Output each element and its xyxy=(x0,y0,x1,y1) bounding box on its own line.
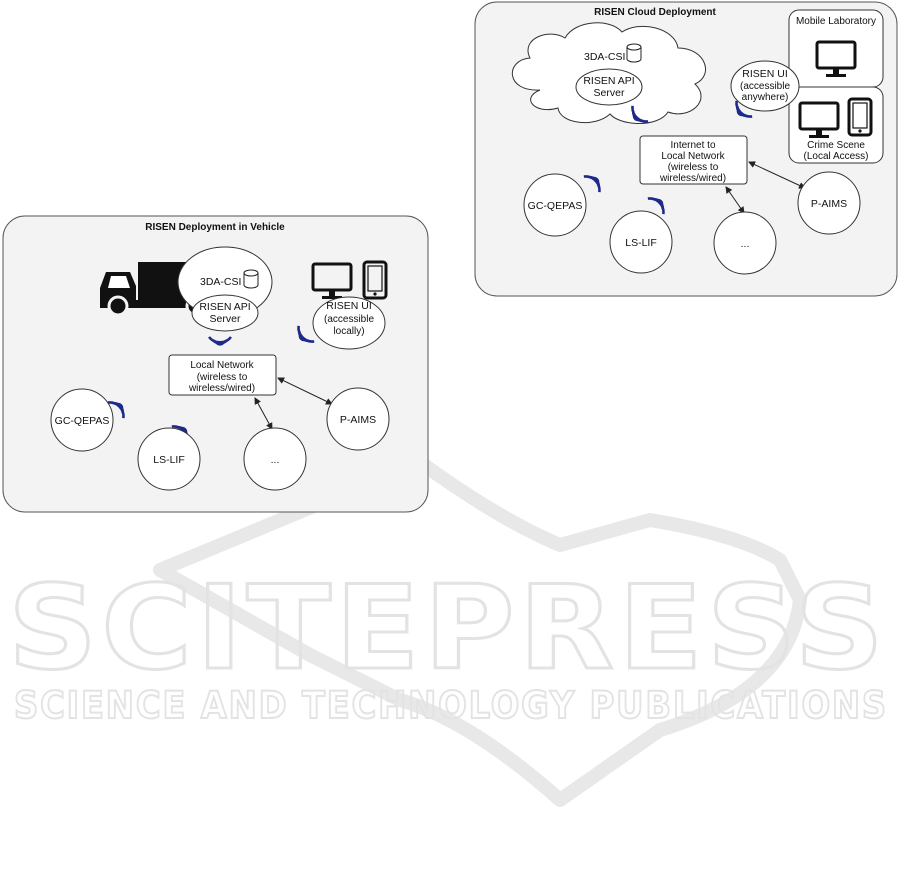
cloud-ui-label-2: (accessible xyxy=(740,81,790,92)
vehicle-network-box xyxy=(168,354,277,396)
vehicle-network-label-2: (wireless to xyxy=(197,372,248,383)
vehicle-network-label-1: Local Network xyxy=(190,360,254,371)
vehicle-ui-label-3: locally) xyxy=(333,326,364,337)
vehicle-panel-title: RISEN Deployment in Vehicle xyxy=(145,222,285,233)
vehicle-api-server-ellipse xyxy=(191,294,259,332)
cloud-node-paims xyxy=(797,171,861,235)
vehicle-ui-label-2: (accessible xyxy=(324,314,374,325)
cloud-arrow-network-more xyxy=(725,186,745,214)
cloud-network-label-1: Internet to xyxy=(670,140,715,151)
cloud-api-label-2: Server xyxy=(594,87,625,99)
cloud-network-box xyxy=(639,135,748,185)
watermark-shape xyxy=(153,455,807,807)
crime-scene-label-1: Crime Scene xyxy=(807,140,865,151)
watermark: SCITEPRESS SCIENCE AND TECHNOLOGY PUBLIC… xyxy=(7,455,888,807)
vehicle-database-icon xyxy=(243,269,259,289)
cloud-network-label-2: Local Network xyxy=(661,151,725,162)
cloud-arrow-network-paims xyxy=(748,161,806,189)
vehicle-arrow-network-paims xyxy=(277,377,333,405)
cloud-api-label-1: RISEN API xyxy=(583,75,634,87)
crime-scene-box xyxy=(788,86,884,164)
cloud-node-lslif-label: LS-LIF xyxy=(625,237,657,249)
vehicle-node-lslif-label: LS-LIF xyxy=(153,454,185,466)
cloud-api-server-ellipse xyxy=(575,68,643,106)
vehicle-ui-label-1: RISEN UI xyxy=(326,300,372,312)
cloud-database-icon xyxy=(626,43,642,63)
cloud-network-label-4: wireless/wired) xyxy=(659,173,726,184)
cloud-ui-label-1: RISEN UI xyxy=(742,68,788,80)
watermark-title: SCITEPRESS xyxy=(8,561,888,696)
cloud-node-gcqepas xyxy=(523,173,587,237)
vehicle-deployment-panel: RISEN Deployment in Vehicle 3DA-CSI RISE… xyxy=(2,215,429,513)
crime-scene-label-2: (Local Access) xyxy=(803,151,868,162)
cloud-panel-title: RISEN Cloud Deployment xyxy=(594,7,716,18)
vehicle-node-gcqepas xyxy=(50,388,114,452)
cloud-node-paims-label: P-AIMS xyxy=(811,198,847,210)
vehicle-ui-ellipse xyxy=(312,296,386,350)
vehicle-node-paims xyxy=(326,387,390,451)
cloud-node-gcqepas-label: GC-QEPAS xyxy=(528,200,583,212)
vehicle-server-db-label: 3DA-CSI xyxy=(200,276,241,288)
cloud-ui-ellipse xyxy=(730,60,800,112)
vehicle-api-label-2: Server xyxy=(210,313,241,325)
cloud-server-db-label: 3DA-CSI xyxy=(584,51,625,63)
watermark-subtitle: SCIENCE AND TECHNOLOGY PUBLICATIONS xyxy=(14,684,888,727)
vehicle-node-more xyxy=(243,427,307,491)
cloud-node-lslif xyxy=(609,210,673,274)
cloud-node-more xyxy=(713,211,777,275)
cloud-ui-label-3: anywhere) xyxy=(742,92,789,103)
cloud-node-more-label: ... xyxy=(741,238,750,250)
mobile-lab-label: Mobile Laboratory xyxy=(796,16,876,27)
vehicle-network-label-3: wireless/wired) xyxy=(188,383,255,394)
cloud-deployment-panel: RISEN Cloud Deployment 3DA-CSI RISEN API… xyxy=(474,1,898,297)
vehicle-node-paims-label: P-AIMS xyxy=(340,414,376,426)
vehicle-node-more-label: ... xyxy=(271,454,280,466)
vehicle-node-lslif xyxy=(137,427,201,491)
vehicle-node-gcqepas-label: GC-QEPAS xyxy=(55,415,110,427)
cloud-network-label-3: (wireless to xyxy=(668,162,719,173)
vehicle-arrow-network-more xyxy=(254,397,273,430)
vehicle-api-label-1: RISEN API xyxy=(199,301,250,313)
